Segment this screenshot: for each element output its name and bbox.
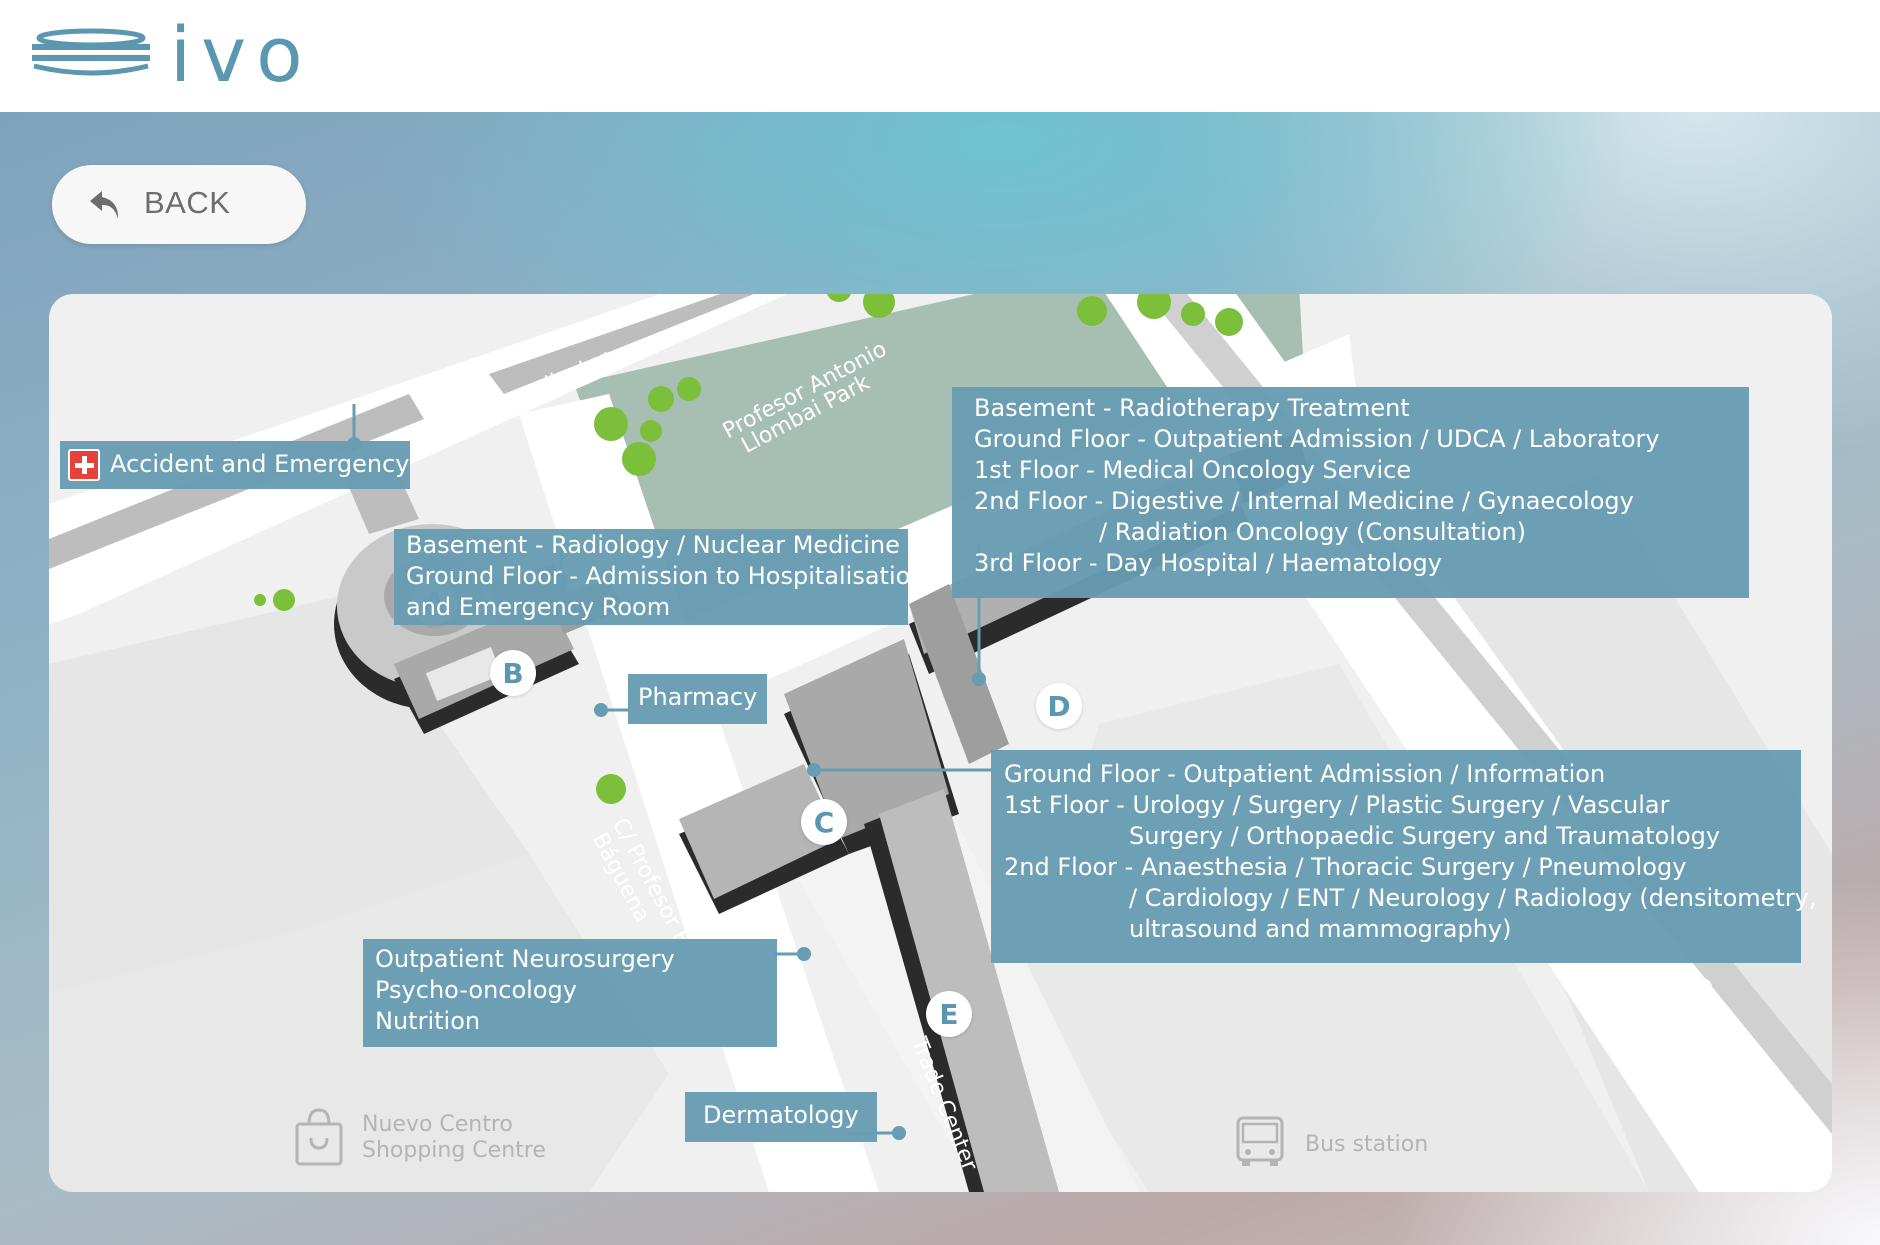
building-b-marker[interactable]: B bbox=[490, 650, 536, 696]
emergency-label[interactable]: Accident and Emergency bbox=[60, 441, 410, 489]
campus-map: C/ Joaquín Ballester Profesor Antonio Ll… bbox=[49, 294, 1832, 1192]
back-button[interactable]: BACK bbox=[52, 165, 306, 244]
back-button-label: BACK bbox=[144, 185, 231, 220]
building-e-marker[interactable]: E bbox=[926, 991, 972, 1037]
building-a-info-panel[interactable]: Basement - Radiology / Nuclear Medicine … bbox=[394, 529, 926, 625]
building-d-info-line: 2nd Floor - Digestive / Internal Medicin… bbox=[974, 487, 1634, 515]
bus-icon bbox=[1236, 1116, 1284, 1166]
ivo-logo-icon bbox=[32, 28, 150, 76]
building-d-info-line: 1st Floor - Medical Oncology Service bbox=[974, 456, 1412, 484]
header: ivo bbox=[0, 0, 1880, 112]
building-d-info-line: / Radiation Oncology (Consultation) bbox=[1099, 518, 1527, 546]
building-a-info-line: and Emergency Room bbox=[406, 593, 671, 621]
shopping-centre-line2: Shopping Centre bbox=[362, 1138, 546, 1163]
building-c-info-line: 1st Floor - Urology / Surgery / Plastic … bbox=[1004, 791, 1670, 819]
building-d-marker[interactable]: D bbox=[1036, 683, 1082, 729]
building-c-marker[interactable]: C bbox=[801, 799, 847, 845]
building-c-info-line: / Cardiology / ENT / Neurology / Radiolo… bbox=[1129, 884, 1817, 912]
outpatient-info-panel[interactable]: Outpatient Neurosurgery Psycho-oncology … bbox=[363, 939, 777, 1047]
building-a-info-line: Basement - Radiology / Nuclear Medicine bbox=[406, 531, 900, 559]
bus-station-label: Bus station bbox=[1305, 1132, 1429, 1157]
undo-arrow-icon bbox=[90, 191, 119, 219]
building-c-info-line: 2nd Floor - Anaesthesia / Thoracic Surge… bbox=[1004, 853, 1687, 881]
shopping-centre-line1: Nuevo Centro bbox=[362, 1112, 513, 1137]
pharmacy-label[interactable]: Pharmacy bbox=[628, 674, 768, 724]
building-c-info-line: Surgery / Orthopaedic Surgery and Trauma… bbox=[1129, 822, 1721, 850]
building-c-info-panel[interactable]: Ground Floor - Outpatient Admission / In… bbox=[991, 750, 1817, 963]
building-c-info-line: Ground Floor - Outpatient Admission / In… bbox=[1004, 760, 1606, 788]
shopping-bag-icon bbox=[295, 1108, 343, 1166]
emergency-label-text: Accident and Emergency bbox=[110, 450, 410, 478]
building-a-info-line: Ground Floor - Admission to Hospitalisat… bbox=[406, 562, 926, 590]
dermatology-label[interactable]: Dermatology bbox=[685, 1092, 877, 1142]
building-c-info-line: ultrasound and mammography) bbox=[1129, 915, 1512, 943]
outpatient-info-line: Outpatient Neurosurgery bbox=[375, 945, 675, 973]
emergency-cross-icon bbox=[68, 449, 100, 481]
logo-text: ivo bbox=[170, 10, 313, 99]
building-d-info-line: 3rd Floor - Day Hospital / Haematology bbox=[974, 549, 1442, 577]
building-d-info-line: Basement - Radiotherapy Treatment bbox=[974, 394, 1410, 422]
building-d-info-panel[interactable]: Basement - Radiotherapy Treatment Ground… bbox=[952, 387, 1749, 598]
outpatient-info-line: Psycho-oncology bbox=[375, 976, 577, 1004]
outpatient-info-line: Nutrition bbox=[375, 1007, 481, 1035]
building-d-info-line: Ground Floor - Outpatient Admission / UD… bbox=[974, 425, 1660, 453]
